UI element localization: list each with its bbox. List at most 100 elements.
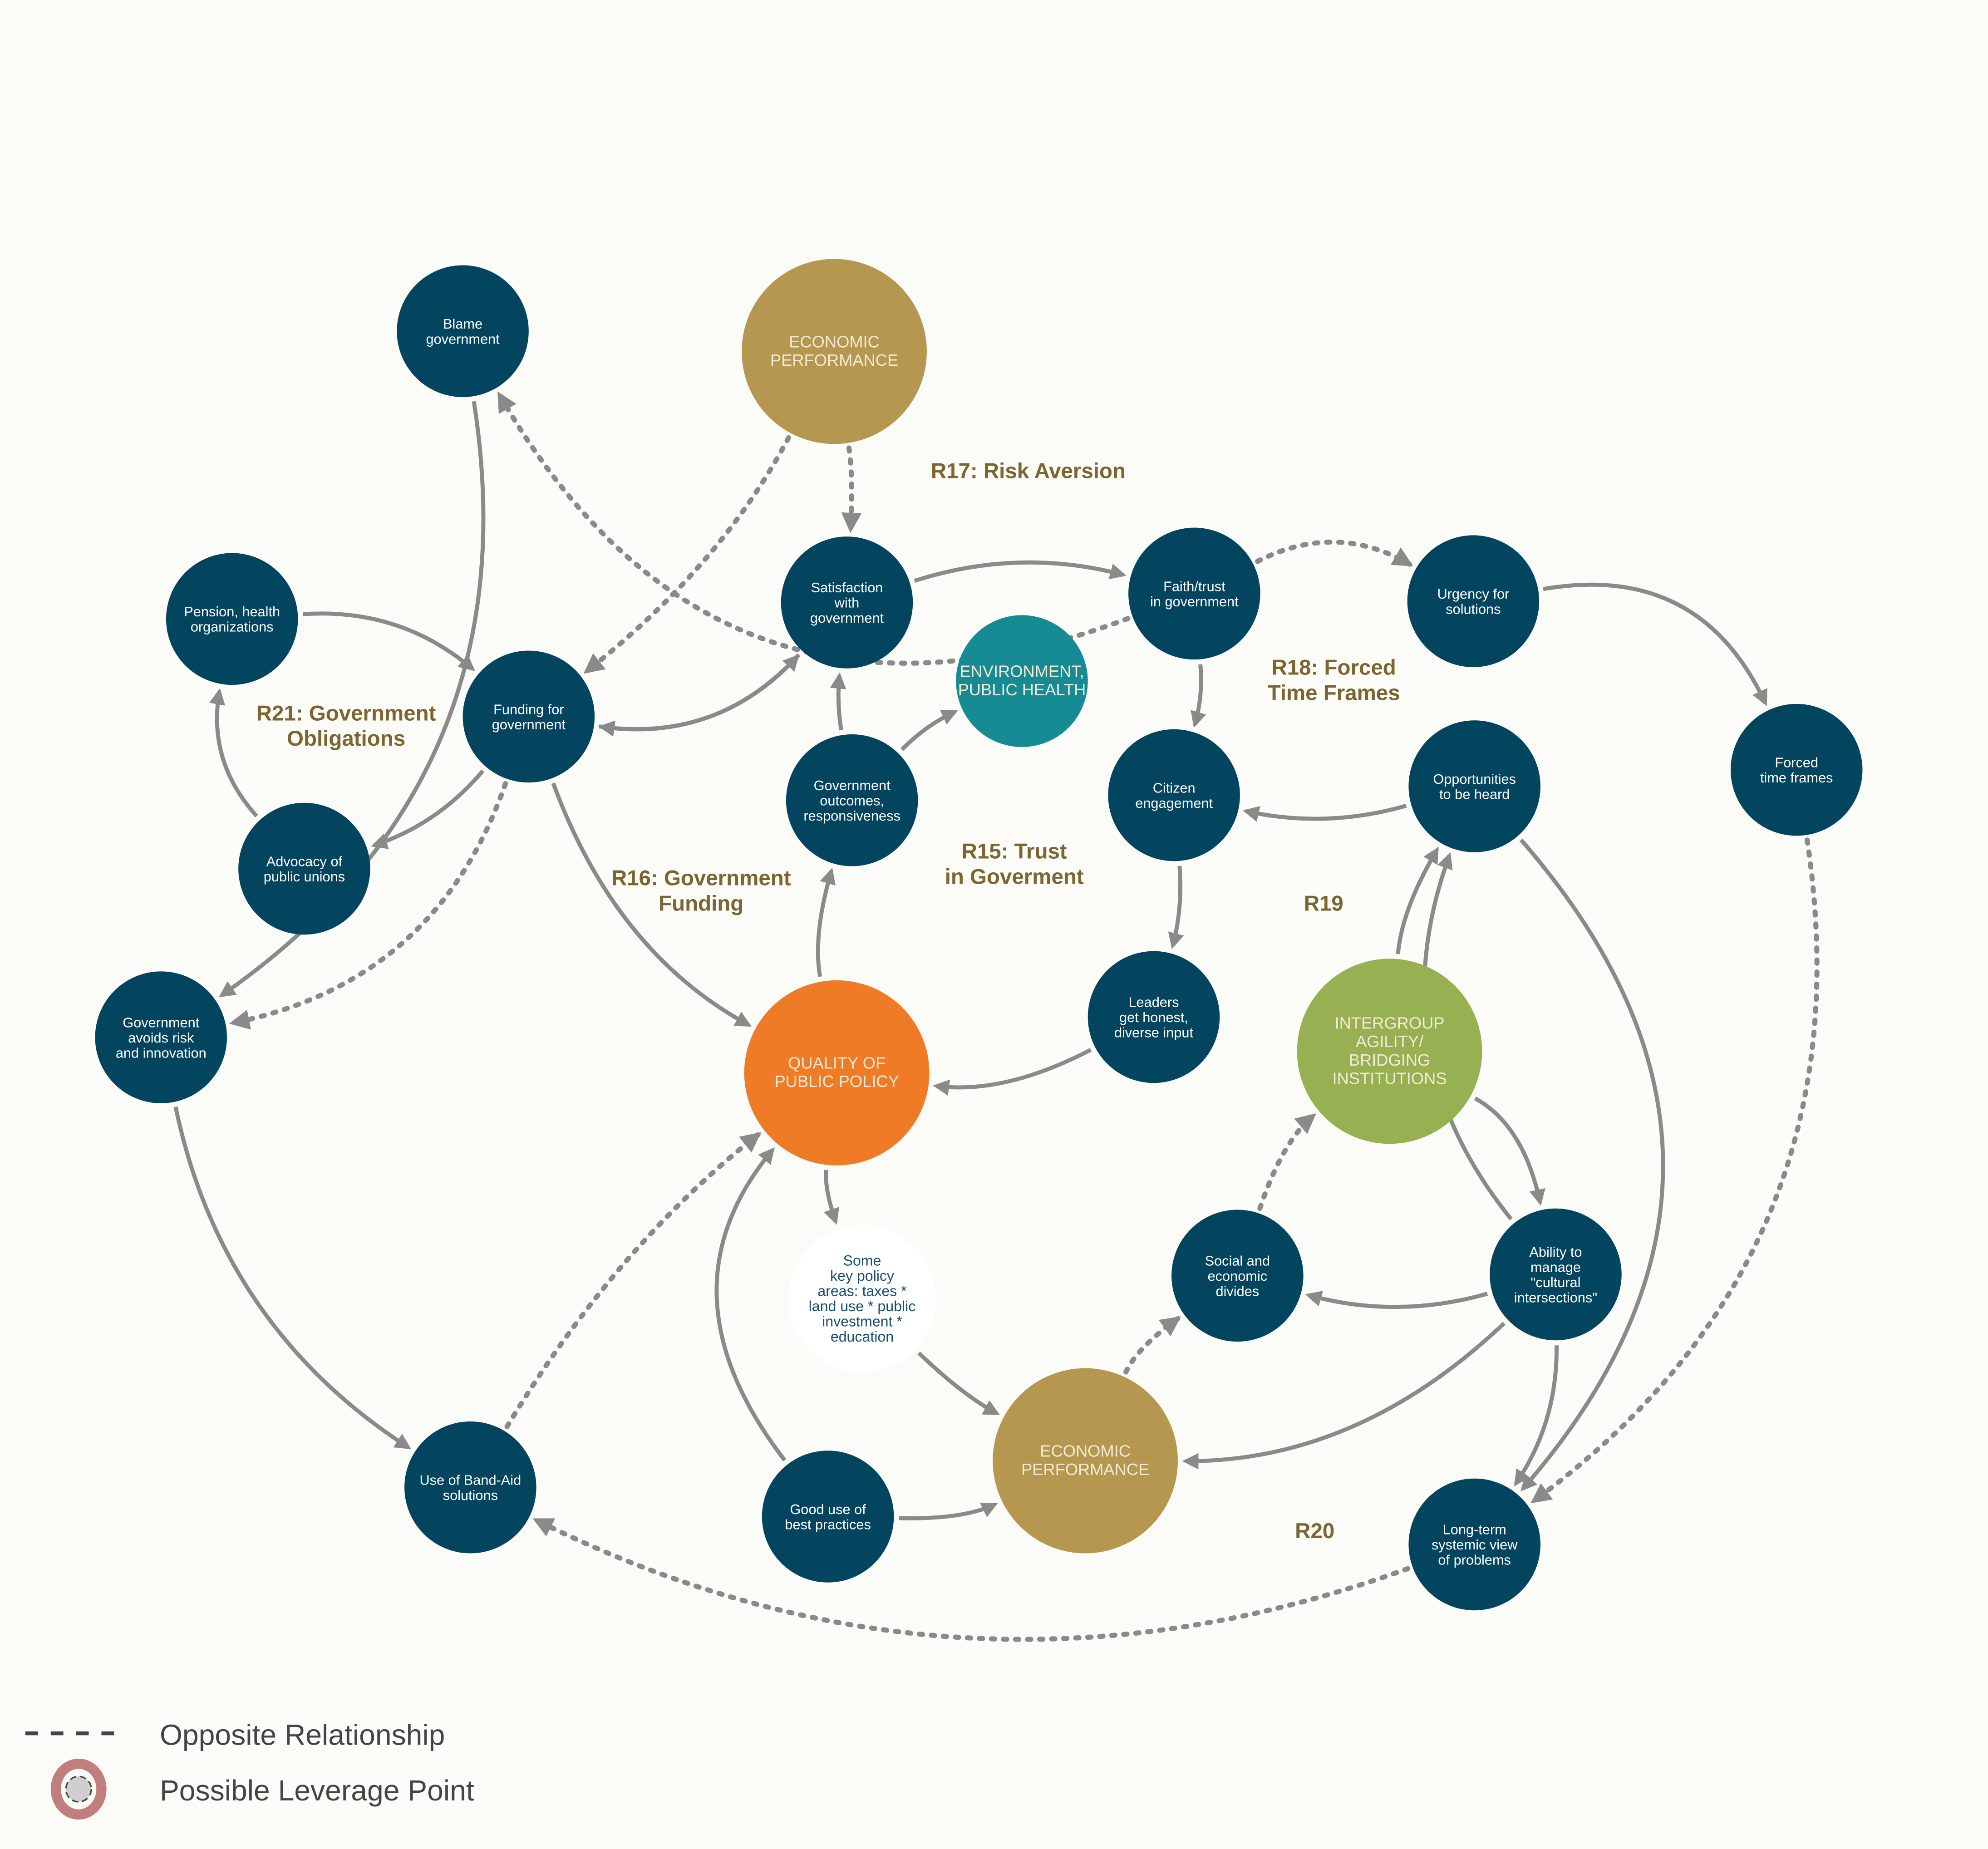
node-label-line: avoids risk <box>128 1030 194 1046</box>
edge-econ1-to-funding-opposite <box>583 435 791 674</box>
node-circle[interactable] <box>956 615 1088 747</box>
node-label-line: public unions <box>264 869 345 885</box>
node-env[interactable]: ENVIRONMENT,PUBLIC HEALTH <box>956 615 1088 747</box>
node-circle[interactable] <box>781 536 913 669</box>
edge-bandaid-to-quality-opposite <box>504 1132 762 1429</box>
loop-label-line: Obligations <box>287 727 405 751</box>
loop-label-r19: R19 <box>1304 891 1343 915</box>
edge-funding-to-satisfaction <box>599 654 800 731</box>
node-circle[interactable] <box>1407 535 1540 667</box>
node-label-line: Use of Band-Aid <box>419 1472 521 1488</box>
node-circle[interactable] <box>463 650 595 783</box>
node-label-line: key policy <box>830 1268 894 1284</box>
node-label-line: Social and <box>1205 1253 1270 1269</box>
node-circle[interactable] <box>1108 729 1240 861</box>
loop-label-line: R15: Trust <box>962 840 1067 864</box>
node-circle[interactable] <box>1408 720 1540 852</box>
node-circle[interactable] <box>238 802 370 935</box>
node-label-line: education <box>831 1328 894 1345</box>
node-circle[interactable] <box>397 265 529 397</box>
edge-satisfaction-to-faith <box>914 560 1127 583</box>
node-circle[interactable] <box>744 980 930 1165</box>
node-circle[interactable] <box>762 1451 894 1583</box>
node-circle[interactable] <box>993 1368 1178 1554</box>
loop-label-r20: R20 <box>1295 1519 1334 1543</box>
node-label-line: Long-term <box>1443 1522 1506 1538</box>
edge-quality-to-keypolicy <box>824 1170 839 1225</box>
edge-econ2-to-social-opposite <box>1123 1316 1181 1375</box>
edge-opps-to-longterm <box>1519 838 1665 1492</box>
node-circle[interactable] <box>1408 1478 1540 1611</box>
edge-advocacy-to-pension <box>209 688 258 818</box>
node-label-line: ENVIRONMENT, <box>960 662 1084 681</box>
node-label-line: land use * public <box>809 1298 916 1314</box>
node-circle[interactable] <box>742 259 927 444</box>
loop-label-line: R20 <box>1295 1519 1334 1543</box>
node-circle[interactable] <box>788 1225 936 1372</box>
node-label-line: ECONOMIC <box>1040 1442 1131 1461</box>
node-circle[interactable] <box>1128 527 1260 660</box>
node-label-line: government <box>492 717 566 733</box>
node-label-line: Forced <box>1775 755 1818 771</box>
node-label-line: intersections" <box>1514 1289 1597 1305</box>
edge-faith-to-urgency-opposite <box>1255 539 1413 567</box>
node-circle[interactable] <box>1297 959 1482 1144</box>
node-circle[interactable] <box>1730 703 1863 836</box>
node-circle[interactable] <box>1087 951 1220 1083</box>
edge-govout-to-satisfaction <box>830 672 846 731</box>
edge-leaders-to-quality <box>933 1048 1092 1096</box>
node-circle[interactable] <box>166 553 298 685</box>
node-circle[interactable] <box>95 971 227 1103</box>
node-label-line: AGILITY/ <box>1356 1032 1424 1051</box>
node-circle[interactable] <box>786 734 918 866</box>
node-circle[interactable] <box>404 1421 536 1554</box>
node-circle[interactable] <box>1171 1210 1304 1342</box>
edge-funding-to-govavoid-opposite <box>229 781 508 1030</box>
node-circle[interactable] <box>1490 1208 1622 1341</box>
node-label-line: in government <box>1150 594 1239 610</box>
node-label-line: BRIDGING <box>1349 1051 1430 1069</box>
loop-label-line: R17: Risk Aversion <box>931 459 1126 483</box>
node-label-line: and innovation <box>116 1045 207 1061</box>
loop-label-line: Funding <box>659 891 743 915</box>
node-label-line: engagement <box>1135 795 1213 811</box>
node-label-line: government <box>426 331 500 347</box>
